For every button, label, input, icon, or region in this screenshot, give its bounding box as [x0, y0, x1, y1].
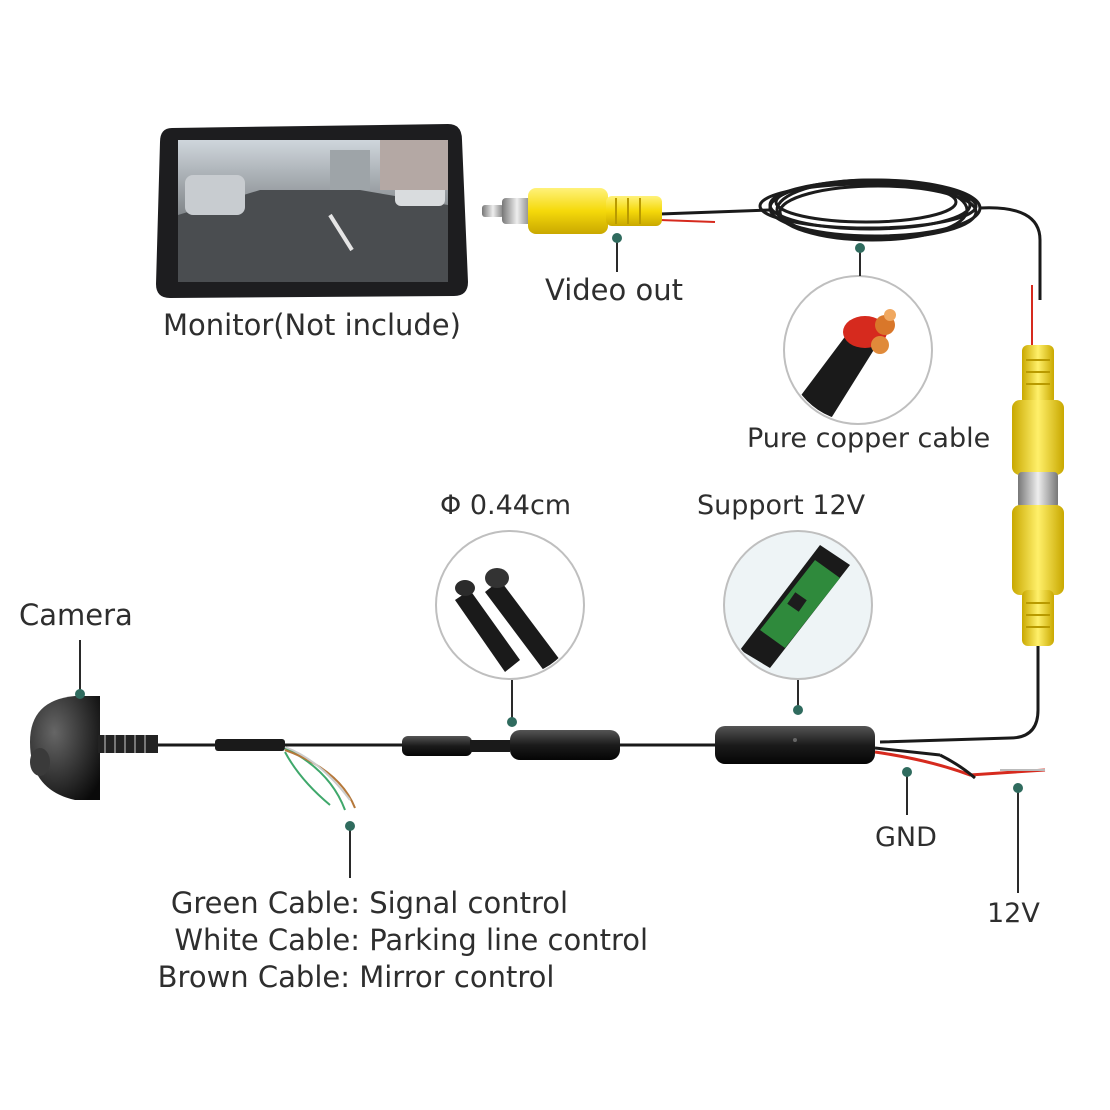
gnd-label: GND: [875, 822, 937, 853]
support-12v-label: Support 12V: [697, 490, 866, 521]
rca-video-out-connector: [482, 188, 771, 234]
legend-cable: Brown Cable:: [157, 960, 350, 994]
legend-row: Brown Cable: Mirror control: [150, 960, 555, 994]
video-out-label: Video out: [545, 273, 683, 307]
camera-image: [30, 696, 158, 800]
connector-diameter-callout: [435, 530, 585, 680]
legend-cable: White Cable:: [174, 923, 360, 957]
support-12v-callout: [723, 530, 873, 680]
legend-row: White Cable: Parking line control: [160, 923, 648, 957]
mid-connector: [402, 730, 620, 760]
monitor-image: [156, 124, 468, 298]
pointer-lines: [75, 233, 1023, 893]
legend-function: Parking line control: [369, 923, 649, 957]
legend-function: Mirror control: [359, 960, 555, 994]
monitor-label: Monitor(Not include): [163, 308, 461, 342]
12v-label: 12V: [987, 898, 1040, 929]
legend-row: Green Cable: Signal control: [160, 886, 568, 920]
coiled-cable: [758, 178, 982, 242]
pure-copper-callout: [783, 275, 933, 425]
cable-to-module: [879, 646, 1040, 744]
cable-to-rca-female: [979, 206, 1042, 300]
rca-coupler: [1012, 345, 1064, 646]
legend-cable: Green Cable:: [170, 886, 360, 920]
camera-label: Camera: [19, 598, 133, 632]
legend-function: Signal control: [369, 886, 569, 920]
diameter-label: Φ 0.44cm: [440, 490, 572, 521]
control-module: [715, 726, 1046, 780]
control-wires: [215, 739, 356, 811]
pure-copper-label: Pure copper cable: [747, 423, 991, 454]
